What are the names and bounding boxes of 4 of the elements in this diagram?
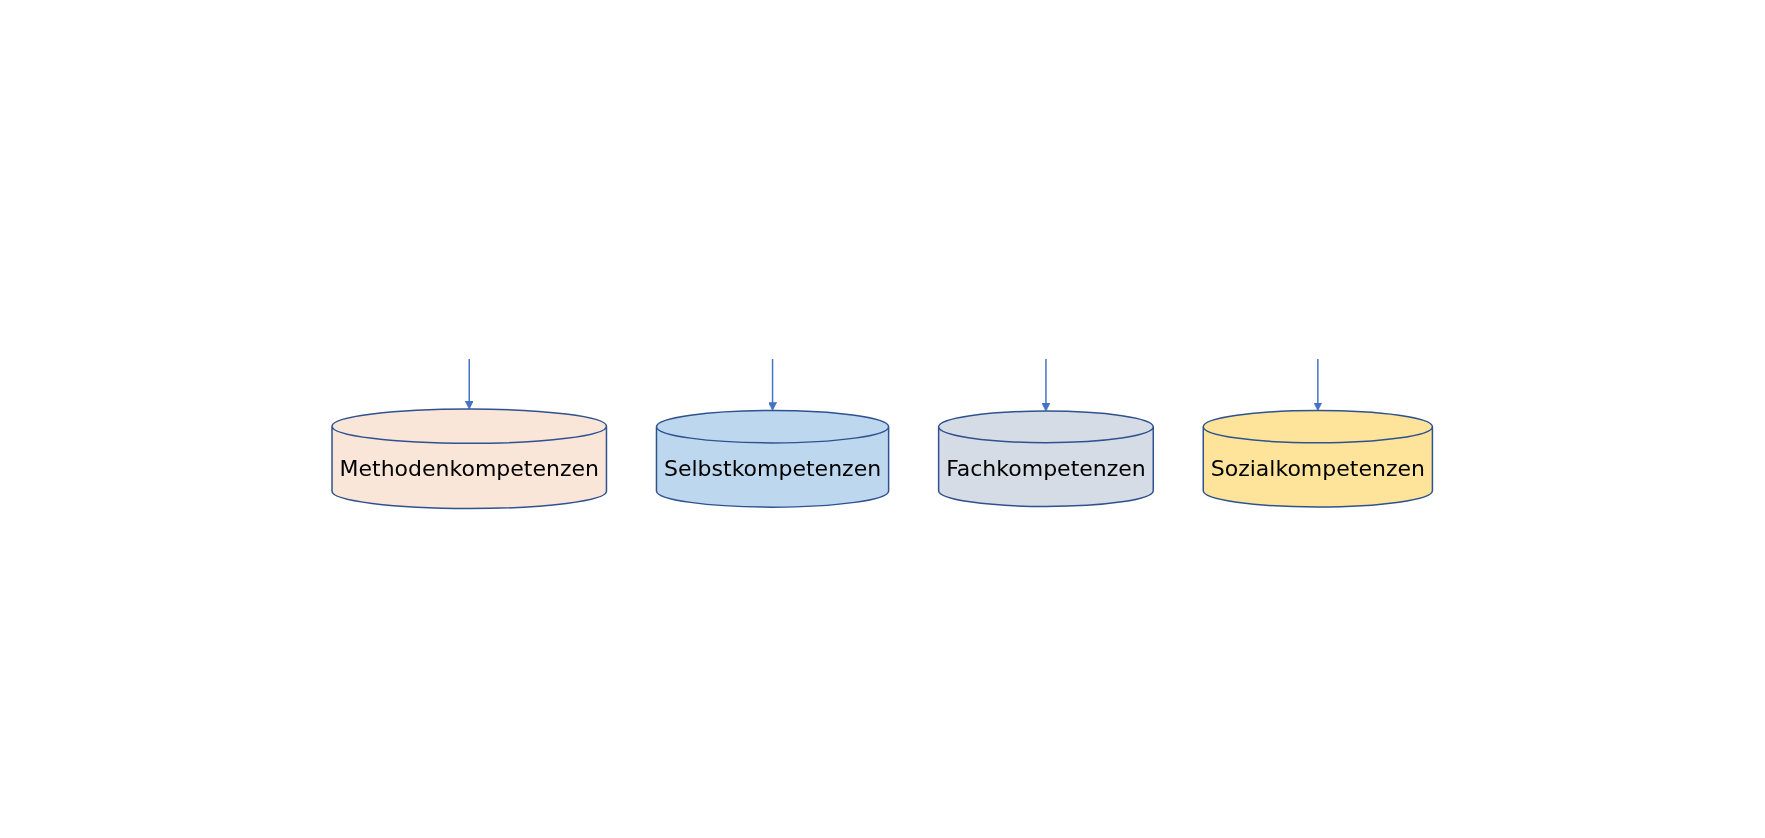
arrow bbox=[1313, 358, 1323, 412]
arrow bbox=[768, 358, 778, 411]
arrow bbox=[465, 358, 474, 410]
arrow bbox=[1041, 358, 1051, 412]
